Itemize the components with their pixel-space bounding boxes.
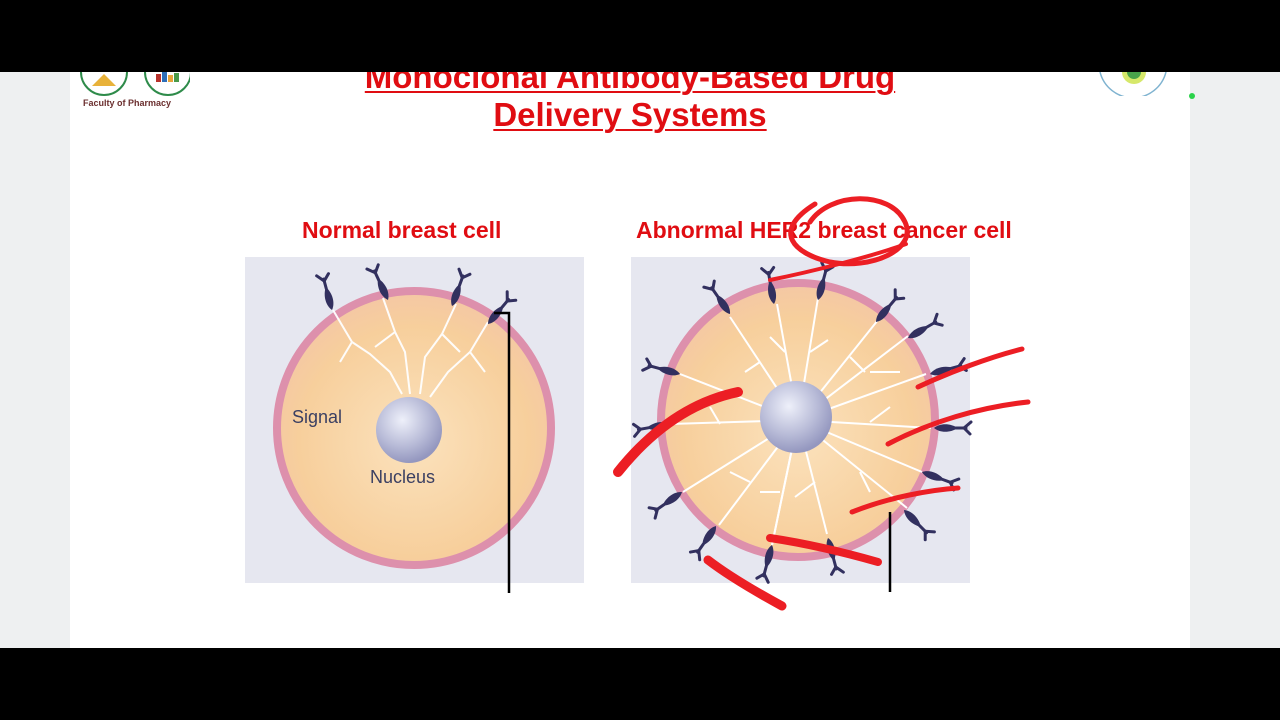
abnormal-cell	[631, 257, 973, 592]
signal-lines	[332, 297, 489, 398]
stroke-annotation-bottom2	[703, 555, 787, 611]
underline-annotation	[768, 242, 908, 282]
faculty-logo-icon	[80, 72, 190, 96]
status-dot	[1189, 93, 1195, 99]
normal-callout-line	[494, 311, 511, 593]
slide: Faculty of Pharmacy Monoclonal Antibody-…	[70, 72, 1195, 648]
normal-cell-nucleus	[376, 397, 442, 463]
logo-caption: Faculty of Pharmacy	[83, 98, 172, 108]
slide-title-line1: Monoclonal Antibody-Based Drug	[364, 72, 896, 95]
abnormal-cell-nucleus	[760, 381, 832, 453]
stroke-annotation-bottom1	[766, 534, 882, 566]
normal-cell-heading: Normal breast cell	[302, 217, 502, 243]
stroke-annotation-left	[613, 387, 743, 477]
signal-label: Signal	[292, 407, 342, 427]
stroke-annotation-right2	[885, 399, 1031, 447]
slide-viewport: Faculty of Pharmacy Monoclonal Antibody-…	[0, 72, 1280, 648]
nucleus-label: Nucleus	[370, 467, 435, 487]
letterbox-top	[0, 0, 1280, 72]
cell-diagram: Signal Nucleus	[245, 196, 1031, 611]
hand-annotations	[613, 196, 1031, 611]
circle-annotation	[788, 196, 910, 267]
letterbox-bottom	[0, 648, 1280, 720]
university-seal-icon	[1099, 72, 1167, 96]
abnormal-cell-heading: Abnormal HER2 breast cancer cell	[636, 217, 1012, 243]
slide-title-line2: Delivery Systems	[493, 96, 767, 133]
stroke-annotation-right1	[915, 346, 1025, 390]
stroke-annotation-right3	[849, 485, 961, 515]
normal-cell: Signal Nucleus	[245, 257, 584, 593]
